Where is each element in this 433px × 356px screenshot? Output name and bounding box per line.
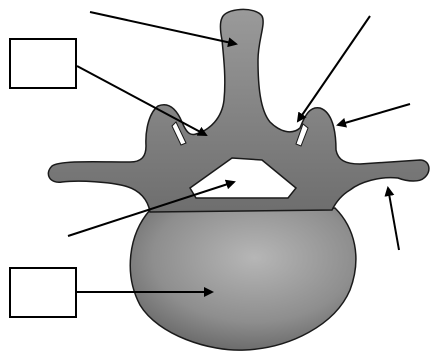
arrow-transverse-process [388, 188, 399, 250]
vertebral-body [130, 208, 356, 350]
arrow-facet [338, 104, 410, 125]
arrow-spinous-process [90, 12, 236, 44]
label-box-top[interactable] [9, 38, 77, 89]
arrow-lamina [77, 66, 206, 135]
label-box-bottom[interactable] [9, 267, 77, 318]
arrow-superior-articular-process [298, 16, 370, 121]
